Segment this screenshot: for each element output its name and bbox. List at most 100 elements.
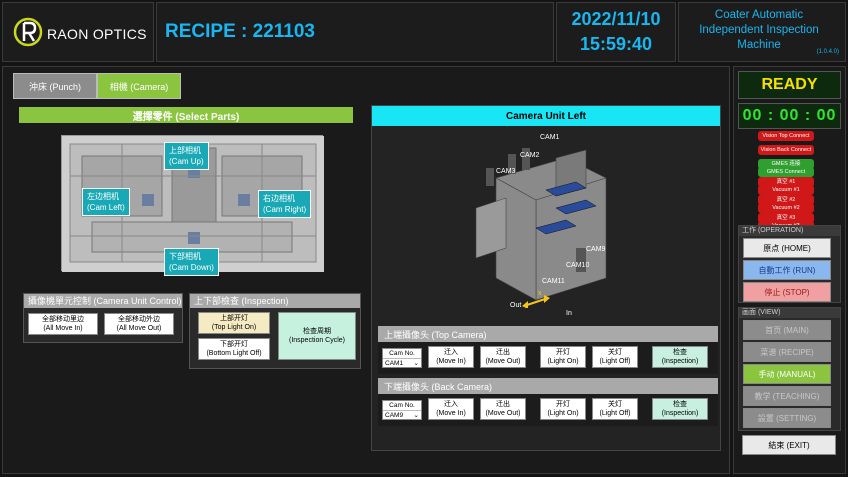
bottom-light-label-cn: 下部开灯 [220,341,248,348]
all-move-in-label-cn: 全部移动里边 [42,316,84,323]
cam-right-button[interactable]: 右边相机 (Cam Right) [258,190,312,218]
back-light-on-button[interactable]: 开灯 (Light On) [540,398,586,420]
back-cam-no-select[interactable]: Cam No. CAM9⌄ [382,400,422,420]
machine-title-line2: Independent Inspection [699,24,819,36]
inspection-title: 上下部檢查 (Inspection) [190,294,360,308]
axis-out-label: Out [510,302,522,309]
run-button[interactable]: 自動工作 (RUN) [743,260,831,280]
top-light-label-cn: 上部开灯 [220,315,248,322]
teaching-view-button[interactable]: 教学 (TEACHING) [743,386,831,406]
camera-unit-3d-image [475,148,607,308]
vacuum3-indicator-cn: 真空 #3 [758,213,814,223]
view-group: 画面 (VIEW) 首页 (MAIN) 菜谱 (RECIPE) 手动 (MANU… [738,307,841,431]
date-display: 2022/11/10 [571,9,661,29]
all-move-in-label-en: (All Move In) [43,325,83,332]
back-move-out-label-en: (Move Out) [485,410,521,417]
top-light-label-en: (Top Light On) [211,324,257,331]
recipe-view-button[interactable]: 菜谱 (RECIPE) [743,342,831,362]
back-inspection-label-en: (Inspection) [661,410,699,417]
recipe-panel: RECIPE : 221103 [156,2,554,62]
main-view-button[interactable]: 首页 (MAIN) [743,320,831,340]
camera-unit-control-group: 攝像機單元控制 (Camera Unit Control) 全部移动里边 (Al… [23,293,183,343]
top-light-off-button[interactable]: 关灯 (Light Off) [592,346,638,368]
vacuum2-indicator: Vacuum #2 [758,203,814,213]
cam-left-button[interactable]: 左边相机 (Cam Left) [82,188,130,216]
cam1-label: CAM1 [540,134,560,141]
logo-panel: RAON OPTICS [2,2,154,62]
cam-right-label-cn: 右边相机 [263,194,295,203]
bottom-light-label-en: (Bottom Light Off) [206,350,262,357]
time-display: 15:59:40 [579,34,653,54]
top-move-in-button[interactable]: 迁入 (Move In) [428,346,474,368]
camera-unit-panel: Camera Unit Left [371,105,721,451]
logo-text: RAON OPTICS [47,26,147,42]
cam-up-label-en: (Cam Up) [169,157,204,166]
all-move-in-button[interactable]: 全部移动里边 (All Move In) [28,313,98,335]
cam-down-label-en: (Cam Down) [169,263,214,272]
cam2-label: CAM2 [520,152,540,159]
inspection-cycle-label-en: (Inspection Cycle) [288,337,346,344]
top-cam-no-label: Cam No. [383,349,421,359]
raon-logo-icon [13,17,43,47]
camera-unit-title: Camera Unit Left [372,106,720,126]
cam3-label: CAM3 [496,168,516,175]
back-inspection-button[interactable]: 检查 (Inspection) [652,398,708,420]
top-move-out-button[interactable]: 迁出 (Move Out) [480,346,526,368]
top-light-on-button[interactable]: 开灯 (Light On) [540,346,586,368]
recipe-label: RECIPE : 221103 [165,21,315,42]
top-inspection-label-cn: 检查 [673,349,687,356]
vacuum2-indicator-cn: 真空 #2 [758,195,814,205]
operation-title: 工作 (OPERATION) [739,226,840,236]
back-light-off-button[interactable]: 关灯 (Light Off) [592,398,638,420]
top-move-out-label-en: (Move Out) [485,358,521,365]
vision-top-connect-indicator: Vision Top Connect [758,131,814,141]
all-move-out-button[interactable]: 全部移动外边 (All Move Out) [104,313,174,335]
right-sidebar: READY 00 : 00 : 00 Vision Top Connect Vi… [733,66,846,474]
exit-button[interactable]: 結束 (EXIT) [742,435,836,455]
back-move-out-button[interactable]: 迁出 (Move Out) [480,398,526,420]
cam-right-label-en: (Cam Right) [263,205,307,214]
back-inspection-label-cn: 检查 [673,401,687,408]
top-inspection-button[interactable]: 检查 (Inspection) [652,346,708,368]
machine-title-line1: Coater Automatic [714,9,804,21]
cam-left-label-en: (Cam Left) [87,203,125,212]
setting-view-button[interactable]: 設置 (SETTING) [743,408,831,428]
top-move-in-label-cn: 迁入 [444,349,458,356]
view-title: 画面 (VIEW) [739,308,840,318]
machine-title-line3: Machine [737,39,781,51]
home-button[interactable]: 原点 (HOME) [743,238,831,258]
stop-button[interactable]: 停止 (STOP) [743,282,831,302]
bottom-light-button[interactable]: 下部开灯 (Bottom Light Off) [198,338,270,360]
vision-back-connect-indicator: Vision Back Connect [758,145,814,155]
cam9-label: CAM9 [586,246,606,253]
back-move-in-button[interactable]: 迁入 (Move In) [428,398,474,420]
top-inspection-label-en: (Inspection) [661,358,699,365]
chevron-down-icon: ⌄ [413,360,419,367]
cycle-timer: 00 : 00 : 00 [738,103,841,129]
camera-unit-control-title: 攝像機單元控制 (Camera Unit Control) [24,294,182,308]
back-light-on-label-en: (Light On) [547,410,579,417]
axis-in-label: In [566,310,572,317]
cam11-label: CAM11 [542,278,565,285]
top-cam-no-select[interactable]: Cam No. CAM1 ⌄ [382,348,422,368]
top-camera-row: Cam No. CAM1 ⌄ 迁入 (Move In) 迁出 (Move Out)… [378,342,718,374]
cam10-label: CAM10 [566,262,590,269]
axis-x-label: x [538,290,542,297]
cam-up-button[interactable]: 上部相机 (Cam Up) [164,142,209,170]
operation-group: 工作 (OPERATION) 原点 (HOME) 自動工作 (RUN) 停止 (… [738,225,841,303]
all-move-out-label-en: (All Move Out) [116,325,162,332]
top-light-button[interactable]: 上部开灯 (Top Light On) [198,312,270,334]
top-cam-no-value: CAM1 [385,360,404,367]
main-panel: 沖床 (Punch) 相機 (Camera) 選擇零件 (Select Part… [2,66,730,474]
manual-view-button[interactable]: 手动 (MANUAL) [743,364,831,384]
back-move-in-label-en: (Move In) [436,410,466,417]
machine-title: Coater Automatic Independent Inspection … [683,8,835,53]
inspection-cycle-button[interactable]: 检查周期 (Inspection Cycle) [278,312,356,360]
datetime-panel: 2022/11/10 15:59:40 [556,2,676,62]
tab-punch[interactable]: 沖床 (Punch) [13,73,97,99]
machine-title-panel: Coater Automatic Independent Inspection … [678,2,846,62]
cam-down-button[interactable]: 下部相机 (Cam Down) [164,248,219,276]
tab-camera[interactable]: 相機 (Camera) [97,73,181,99]
version-label: (1.0.4.0) [816,49,839,55]
